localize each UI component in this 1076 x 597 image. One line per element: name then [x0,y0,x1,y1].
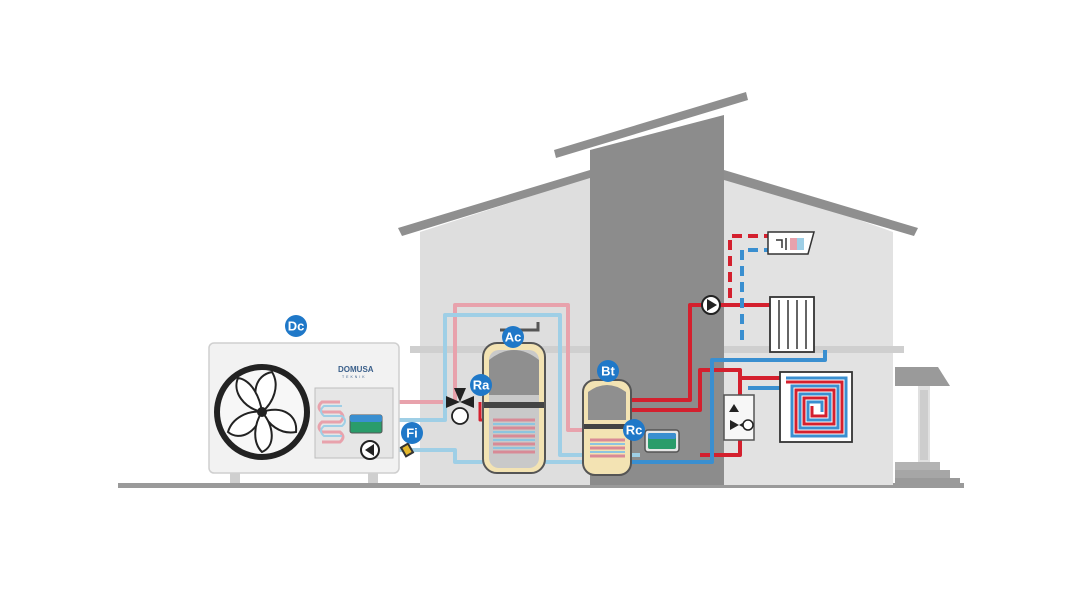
pipe-cold-light-upper [340,313,640,457]
buffer-tank-coil [590,438,625,458]
ground-line [118,483,964,488]
label-ac: Ac [502,326,524,348]
label-rc-text: Rc [626,423,643,438]
porch-roof [895,367,950,386]
brand-name: DOMUSA [338,365,374,374]
pipe-hot-supply-2 [630,368,742,457]
circulator-pump-icon [701,295,721,315]
buffer-tank-top [588,385,626,420]
badge-rc [623,419,645,441]
porch-step-1 [895,462,940,470]
three-way-valve-icon [446,388,474,425]
dhw-tank-top [489,350,539,395]
left-roof [398,170,590,236]
buffer-tank [582,379,632,476]
label-bt-text: Bt [601,364,615,379]
pipe-hot-light-upper [340,303,640,432]
condenser-coil [317,400,345,444]
porch-step-3 [895,478,960,485]
porch-column-line [920,390,928,460]
label-ac-text: Ac [505,330,522,345]
hydraulic-module [644,429,680,453]
right-roof [724,170,918,236]
fancoil-icon [767,231,815,255]
badge-dc [285,315,307,337]
pipe-cold-house [630,350,827,464]
label-ra-text: Ra [473,378,490,393]
label-dc-text: Dc [288,319,305,334]
pipe-floor-hot [740,376,782,380]
evaporator-coil [320,405,346,437]
pipe-cold-fancoil-dashed [740,248,775,340]
pipe-hot-supply [630,303,705,402]
label-rc: Rc [623,419,645,441]
heat-pump-foot-left [230,473,240,483]
buffer-tank-collar [584,424,630,429]
heat-pump-foot-right [368,473,378,483]
label-fi: Fi [401,422,423,444]
buffer-tank-coil-cold [590,443,625,453]
label-ra: Ra [470,374,492,396]
badge-ra [470,374,492,396]
fan-icon [226,370,298,454]
dhw-tank-coil [493,418,535,454]
badge-fi [401,422,423,444]
badge-bt [597,360,619,382]
underfloor-heating [779,371,853,443]
label-bt: Bt [597,360,619,382]
mixing-group [723,394,755,441]
filter-icon [399,442,415,458]
dhw-tank-collar [484,402,544,408]
label-fi-text: Fi [406,426,418,441]
circulator-arrow [365,444,374,456]
plate-exchanger-top [350,415,382,422]
tower-roof [554,92,748,158]
dhw-tank [482,322,546,474]
brand-subtitle: TEKNIK [342,375,367,379]
label-dc: Dc [285,315,307,337]
badge-ac [502,326,524,348]
heat-pump-unit: DOMUSA TEKNIK [208,342,400,483]
porch-step-2 [895,470,950,478]
dhw-tank-coil-cold [493,423,535,449]
pipe-hot-fancoil-dashed [728,234,775,298]
radiator-icon [769,296,815,353]
